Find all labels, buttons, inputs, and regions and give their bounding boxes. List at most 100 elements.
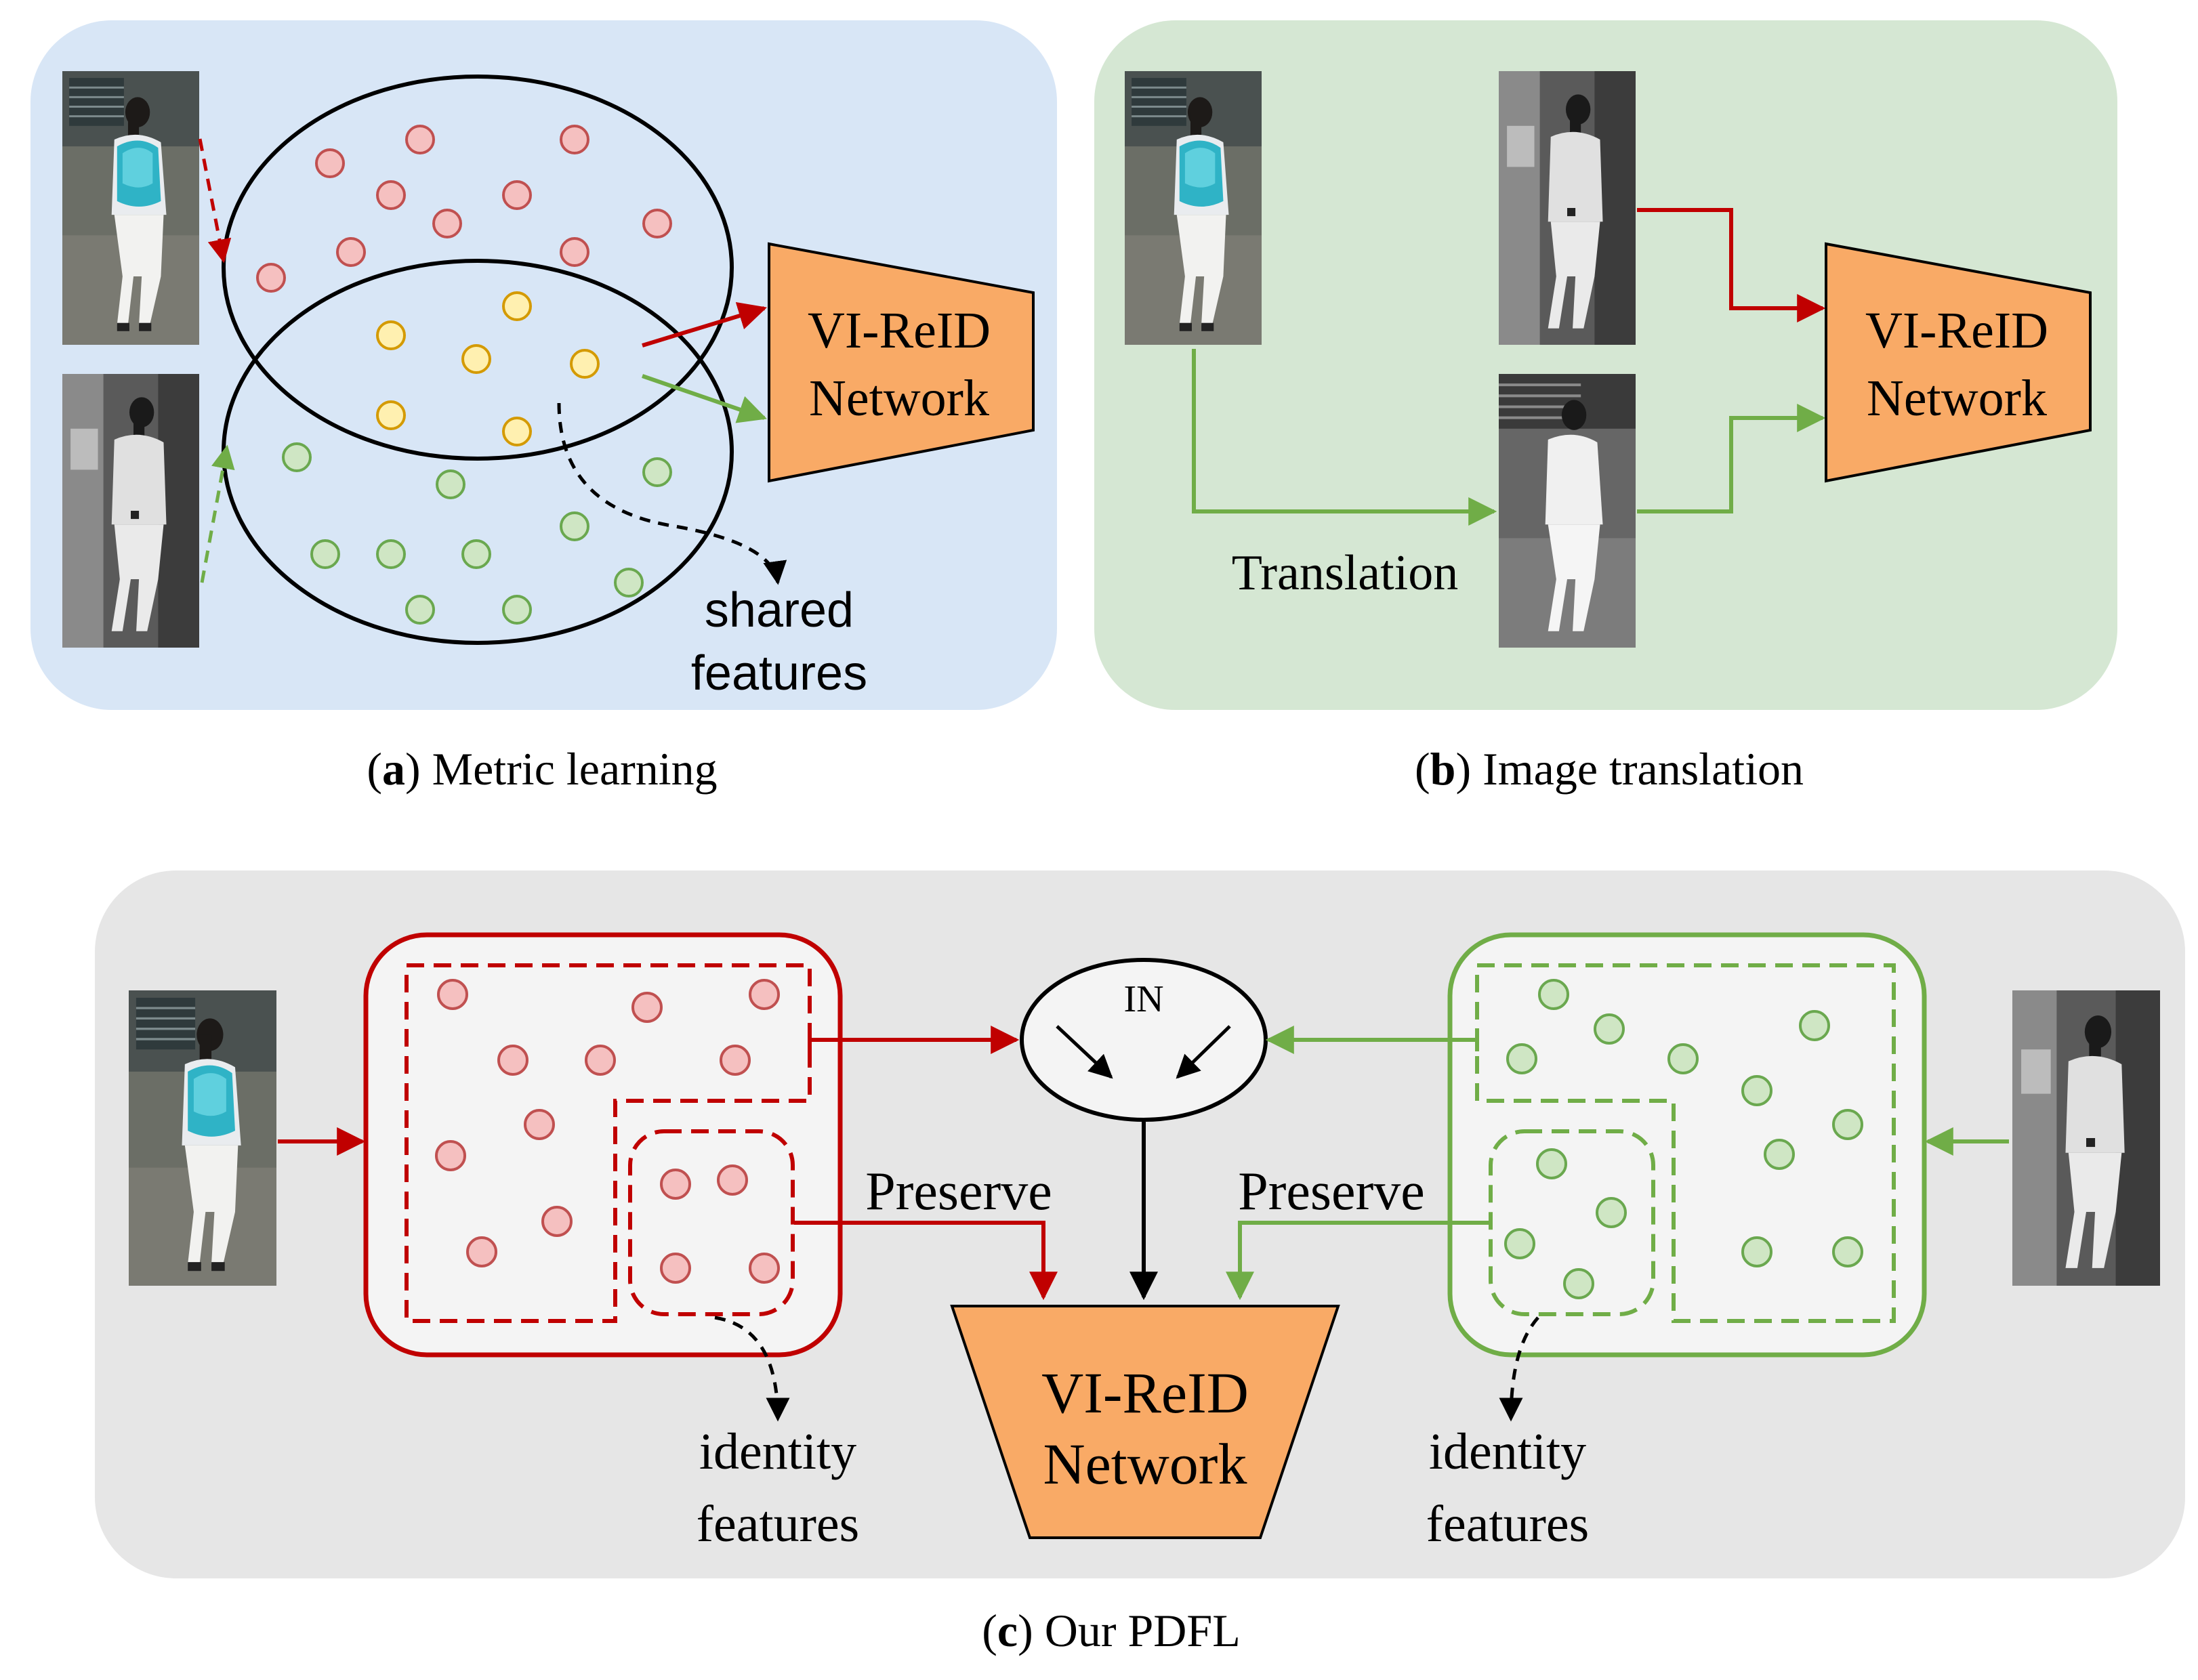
rgb-feature-point: [720, 1045, 751, 1076]
rgb-feature-point: [660, 1253, 691, 1284]
caption-a-letter: a: [382, 743, 405, 795]
in-label: IN: [1123, 978, 1163, 1020]
rgb-to-space-arrow: [198, 138, 232, 264]
caption-a: (a) Metric learning: [367, 743, 717, 795]
rgb-feature-point: [432, 209, 462, 238]
rgb-feature-point: [315, 148, 345, 178]
ir-to-network-arrow: [1637, 208, 1826, 322]
rgb-feature-point: [435, 1140, 466, 1171]
ir-feature-point: [1538, 979, 1569, 1010]
panel-c-feature-points: [435, 979, 1863, 1299]
ir-feature-point: [282, 442, 312, 472]
ir-feature-point: [1741, 1236, 1772, 1267]
rgb-feature-point: [502, 180, 532, 210]
panel-b: Translation VI-ReID Network: [1094, 20, 2117, 710]
rgb-photo-icon: [1125, 71, 1262, 345]
identity-left-line1: identity: [699, 1423, 856, 1480]
ir-feature-point: [310, 539, 340, 569]
ir-feature-point: [376, 539, 406, 569]
ir-feature-point: [1596, 1197, 1627, 1228]
translation-label: Translation: [1232, 545, 1458, 601]
ir-feature-point: [1799, 1010, 1830, 1041]
rgb-feature-point: [524, 1109, 555, 1140]
ir-to-space-arrow: [200, 444, 235, 583]
network-b-line2: Network: [1867, 370, 2047, 427]
panel-a-feature-points: [256, 125, 672, 625]
rgb-feature-point: [376, 180, 406, 210]
rgb-feature-point: [560, 125, 589, 154]
vi-reid-network-b: [1825, 242, 2092, 483]
ir-photo-icon: [62, 374, 199, 648]
ir-feature-point: [436, 469, 465, 499]
rgb-feature-point: [336, 237, 366, 267]
network-a-line1: VI-ReID: [808, 302, 991, 359]
ir-photo-icon: [1499, 71, 1636, 345]
rgb-photo-icon: [129, 989, 276, 1287]
shared-features-line2: features: [691, 646, 867, 700]
ir-feature-point: [1667, 1043, 1699, 1074]
ir-feature-point: [560, 511, 589, 541]
network-c-line2: Network: [1043, 1431, 1247, 1496]
ir-feature-point: [614, 568, 644, 597]
rgb-identity-region: [628, 1129, 795, 1316]
ir-feature-point: [642, 457, 672, 487]
identity-left-line2: features: [697, 1496, 860, 1553]
shared-features-line1: shared: [705, 583, 854, 637]
ir-feature-point: [1504, 1228, 1535, 1259]
panel-c: IN Preserve Preserve VI-ReID Network ide…: [95, 870, 2185, 1578]
rgb-modality-region: [405, 963, 812, 1323]
ir-feature-point: [1764, 1139, 1795, 1170]
ir-feature-point: [1832, 1109, 1863, 1140]
shared-feature-point: [570, 349, 600, 379]
rgb-feature-point: [466, 1236, 497, 1267]
shared-feature-point: [502, 291, 532, 321]
ir-feature-point: [502, 595, 532, 625]
caption-b: (b) Image translation: [1415, 743, 1804, 795]
identity-right-line1: identity: [1429, 1423, 1586, 1480]
shared-green-arrow: [642, 374, 767, 423]
rgb-feature-point: [749, 979, 780, 1010]
rgb-feature-point: [660, 1169, 691, 1200]
panel-a-background: [30, 20, 1057, 710]
rgb-feature-point: [631, 992, 663, 1023]
caption-c-letter: c: [997, 1605, 1018, 1656]
shared-features-pointer: [557, 402, 787, 585]
ir-feature-point: [1741, 1075, 1772, 1106]
panel-a: VI-ReID Network shared features: [30, 20, 1057, 710]
ir-feature-box: [1447, 932, 1927, 1358]
network-c-line1: VI-ReID: [1041, 1360, 1249, 1425]
in-red-merge-arrow: [1056, 1025, 1113, 1079]
rgb-feature-point: [749, 1253, 780, 1284]
network-a-line2: Network: [809, 370, 989, 427]
network-b-line1: VI-ReID: [1865, 302, 2048, 359]
shared-feature-point: [502, 417, 532, 446]
ir-feature-point: [1506, 1043, 1537, 1074]
shared-feature-point: [461, 344, 491, 374]
ir-photo-icon: [2012, 990, 2160, 1286]
translated-to-network-arrow: [1637, 404, 1826, 513]
ir-preserve-arrow: [1226, 1221, 1491, 1301]
translation-arrow: [1192, 349, 1497, 526]
preserve-left-label: Preserve: [865, 1162, 1052, 1221]
identity-right-line2: features: [1426, 1496, 1590, 1553]
shared-red-arrow: [642, 301, 768, 348]
rgb-feature-point: [642, 209, 672, 238]
rgb-feature-point: [585, 1045, 616, 1076]
shared-feature-point: [376, 320, 406, 350]
vi-reid-network-c: [950, 1305, 1340, 1539]
rgb-feature-point: [437, 979, 468, 1010]
vi-reid-network-a: [768, 242, 1035, 483]
ir-feature-point: [405, 595, 435, 625]
caption-b-letter: b: [1430, 743, 1456, 795]
rgb-feature-point: [717, 1164, 748, 1196]
caption-a-text: Metric learning: [432, 743, 718, 795]
ir-feature-point: [461, 539, 491, 569]
ir-feature-point: [1536, 1148, 1567, 1179]
rgb-feature-point: [560, 237, 589, 267]
rgb-feature-point: [405, 125, 435, 154]
identity-left-pointer: [714, 1316, 790, 1422]
shared-feature-point: [376, 400, 406, 430]
panel-b-background: [1094, 20, 2117, 710]
translated-ir-photo-icon: [1499, 374, 1636, 648]
